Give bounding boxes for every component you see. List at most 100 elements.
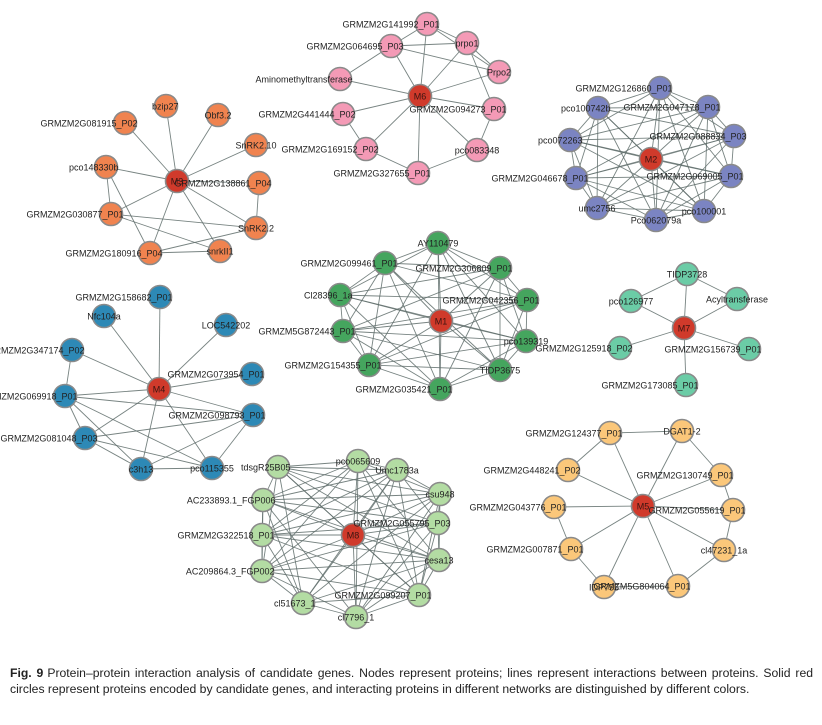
- node-m4-7[interactable]: [72, 425, 98, 451]
- node-m1-7[interactable]: [356, 352, 382, 378]
- node-m4-4[interactable]: [239, 361, 265, 387]
- node-m7-2[interactable]: [724, 286, 750, 312]
- node-m3-3[interactable]: [243, 132, 269, 158]
- node-m8-4[interactable]: [250, 487, 276, 513]
- node-m8-3[interactable]: [427, 481, 453, 507]
- node-m4-0[interactable]: [147, 284, 173, 310]
- edge-m8-mesh: [262, 460, 359, 501]
- node-m2-6[interactable]: [718, 163, 744, 189]
- node-m4-9[interactable]: [199, 455, 225, 481]
- node-m5-3[interactable]: [708, 462, 734, 488]
- node-m8-10[interactable]: [290, 590, 316, 616]
- node-m5-9[interactable]: [665, 573, 691, 599]
- node-m5-1[interactable]: [669, 418, 695, 444]
- node-m8-0[interactable]: [345, 448, 371, 474]
- node-m7-4[interactable]: [736, 336, 762, 362]
- edge-m1-mesh: [342, 330, 527, 342]
- node-m2-8[interactable]: [691, 198, 717, 224]
- node-m6-6[interactable]: [481, 96, 507, 122]
- node-m4-8[interactable]: [128, 456, 154, 482]
- node-m8-7[interactable]: [426, 547, 452, 573]
- node-m6-2[interactable]: [454, 30, 480, 56]
- label-m3-5: GRMZM2G138861_P04: [174, 178, 271, 188]
- node-m5-2[interactable]: [555, 457, 581, 483]
- edge-m5-hub: [609, 432, 644, 507]
- node-m6-9[interactable]: [405, 160, 431, 186]
- edge-m5-hub: [642, 474, 722, 507]
- node-m1-1[interactable]: [372, 250, 398, 276]
- hub-node-m7[interactable]: [671, 315, 697, 341]
- hub-node-m3[interactable]: [164, 168, 190, 194]
- node-m6-7[interactable]: [353, 136, 379, 162]
- edge-m5: [603, 585, 679, 588]
- node-m2-7[interactable]: [584, 195, 610, 221]
- node-m3-4[interactable]: [93, 154, 119, 180]
- edge-m2-mesh: [575, 175, 732, 179]
- node-m3-8[interactable]: [137, 240, 163, 266]
- node-m1-2[interactable]: [487, 255, 513, 281]
- node-m3-9[interactable]: [207, 238, 233, 264]
- node-m8-9[interactable]: [406, 582, 432, 608]
- node-m7-0[interactable]: [674, 261, 700, 287]
- label-m2-4: pco072263: [538, 135, 583, 145]
- hub-node-m8[interactable]: [340, 522, 366, 548]
- node-m4-1[interactable]: [91, 303, 117, 329]
- node-m5-6[interactable]: [558, 536, 584, 562]
- node-m8-11[interactable]: [343, 604, 369, 630]
- node-m2-1[interactable]: [585, 95, 611, 121]
- node-m7-1[interactable]: [618, 288, 644, 314]
- node-m3-7[interactable]: [243, 215, 269, 241]
- node-m3-2[interactable]: [112, 110, 138, 136]
- node-m1-9[interactable]: [427, 376, 453, 402]
- node-m5-5[interactable]: [720, 497, 746, 523]
- node-m3-1[interactable]: [205, 102, 231, 128]
- node-m3-0[interactable]: [153, 93, 179, 119]
- node-m2-5[interactable]: [563, 165, 589, 191]
- node-m3-5[interactable]: [246, 170, 272, 196]
- hub-node-m2[interactable]: [638, 146, 664, 172]
- node-m5-0[interactable]: [597, 420, 623, 446]
- node-m7-5[interactable]: [673, 372, 699, 398]
- node-m5-4[interactable]: [541, 494, 567, 520]
- node-m8-8[interactable]: [249, 558, 275, 584]
- node-m1-8[interactable]: [487, 357, 513, 383]
- node-m6-1[interactable]: [378, 33, 404, 59]
- edge-m8-hub: [352, 534, 440, 561]
- edge-m2-mesh: [597, 107, 735, 137]
- node-m8-2[interactable]: [384, 457, 410, 483]
- node-m1-6[interactable]: [513, 328, 539, 354]
- node-m2-3[interactable]: [721, 123, 747, 149]
- hub-node-m5[interactable]: [630, 493, 656, 519]
- node-m8-5[interactable]: [425, 510, 451, 536]
- edge-m2-mesh: [655, 175, 732, 221]
- hub-node-m6[interactable]: [407, 83, 433, 109]
- node-m6-5[interactable]: [330, 101, 356, 127]
- node-m6-0[interactable]: [414, 11, 440, 37]
- node-m2-2[interactable]: [695, 94, 721, 120]
- label-m5-3: GRMZM2G130749_P01: [636, 470, 733, 480]
- node-m4-2[interactable]: [213, 312, 239, 338]
- node-m2-9[interactable]: [643, 207, 669, 233]
- node-m1-0[interactable]: [425, 230, 451, 256]
- node-m1-3[interactable]: [327, 282, 353, 308]
- node-m1-4[interactable]: [514, 287, 540, 313]
- node-m2-0[interactable]: [647, 75, 673, 101]
- node-m4-3[interactable]: [59, 337, 85, 363]
- edge-m3-hub: [176, 180, 221, 252]
- node-m2-4[interactable]: [557, 127, 583, 153]
- node-m8-1[interactable]: [265, 454, 291, 480]
- hub-node-m4[interactable]: [146, 376, 172, 402]
- node-m3-6[interactable]: [98, 201, 124, 227]
- node-m5-7[interactable]: [711, 537, 737, 563]
- node-m1-5[interactable]: [330, 318, 356, 344]
- node-m6-4[interactable]: [327, 66, 353, 92]
- node-m4-5[interactable]: [52, 383, 78, 409]
- hub-node-m1[interactable]: [428, 308, 454, 334]
- edge-m2-mesh: [575, 177, 705, 212]
- node-m5-8[interactable]: [591, 574, 617, 600]
- node-m8-6[interactable]: [249, 522, 275, 548]
- node-m6-3[interactable]: [486, 59, 512, 85]
- node-m4-6[interactable]: [240, 402, 266, 428]
- node-m7-3[interactable]: [607, 335, 633, 361]
- node-m6-8[interactable]: [464, 137, 490, 163]
